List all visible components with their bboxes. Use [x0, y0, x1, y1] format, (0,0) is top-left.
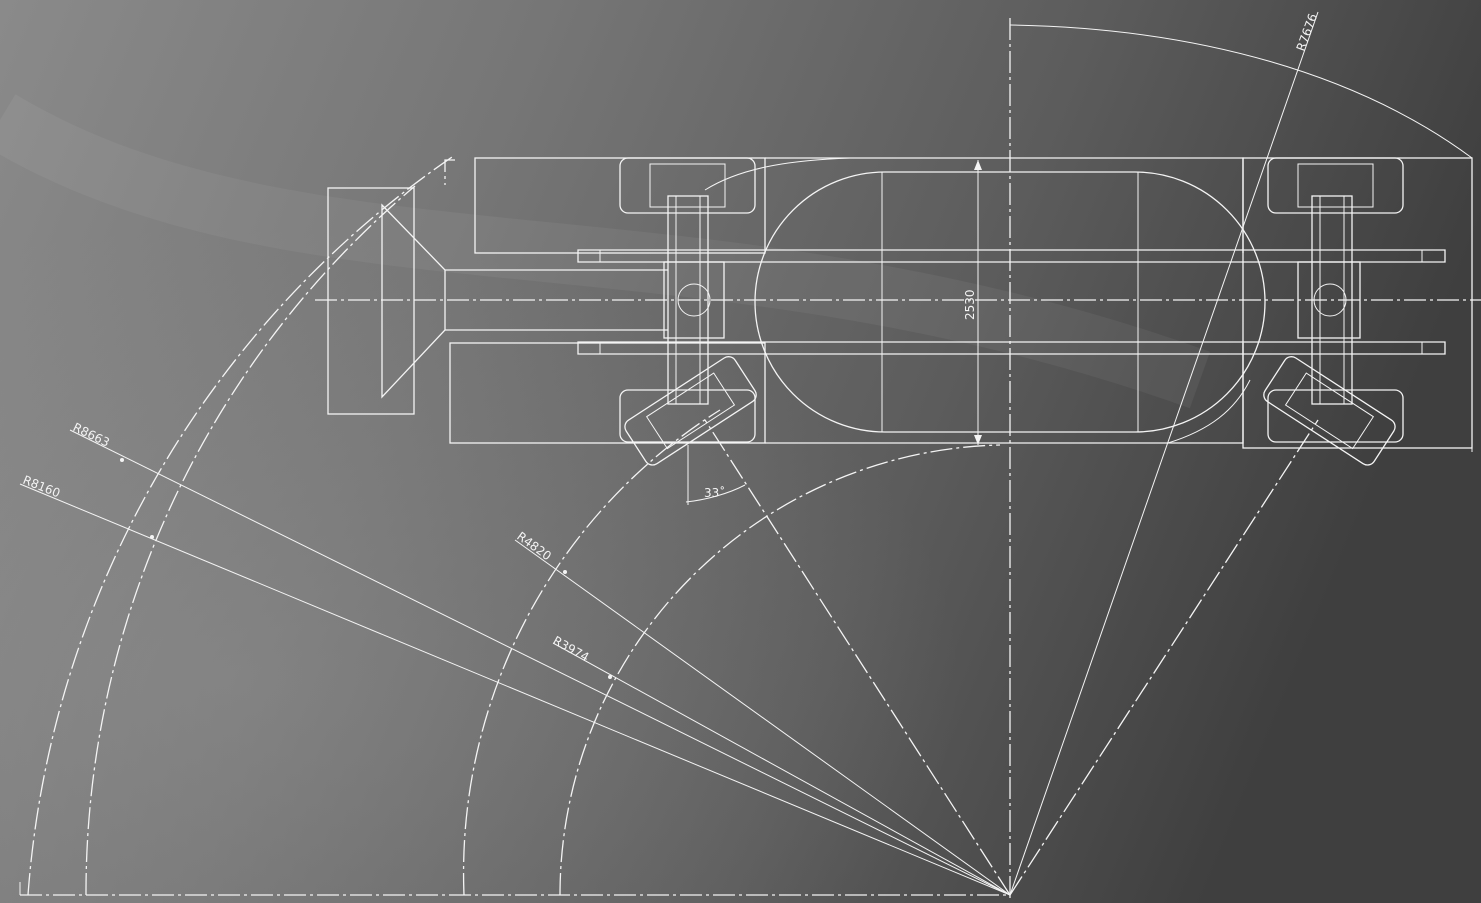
- label-width: 2530: [963, 289, 977, 320]
- tick-r8663: [120, 458, 124, 462]
- leader-r8160: [19, 483, 1011, 896]
- label-steering-angle: 33˚: [704, 485, 725, 500]
- tank-outline: [754, 171, 1266, 433]
- drawbar: [445, 269, 668, 331]
- rail-lower: [577, 341, 1446, 355]
- wheel-ray-front: [704, 419, 1011, 896]
- front-axle-inner: [675, 195, 701, 405]
- rear-axle: [1263, 157, 1404, 466]
- front-wheel-top-hub: [649, 163, 726, 208]
- rear-wheel-top: [1267, 157, 1404, 214]
- angle-arc: [685, 484, 746, 503]
- center-lines: [19, 18, 1481, 898]
- tank-fairing-left: [704, 157, 851, 191]
- tank-fairing-right: [1167, 379, 1251, 444]
- rear-axle-inner: [1319, 195, 1345, 405]
- arc-r8160: [85, 185, 416, 896]
- rear-wheel-bottom: [1267, 389, 1404, 443]
- frame-upper-left: [474, 157, 766, 254]
- rear-diff-housing: [1297, 261, 1361, 339]
- arc-r8663: [27, 154, 456, 896]
- tick-r3974: [608, 675, 612, 679]
- rear-plate: [327, 187, 415, 415]
- leader-r8663: [69, 429, 1011, 896]
- rail-upper: [577, 249, 1446, 263]
- tick-r4820: [563, 570, 567, 574]
- radius-leaders: [19, 11, 1319, 896]
- vehicle: [327, 157, 1473, 449]
- rear-wheel-top-hub: [1297, 163, 1374, 208]
- rear-corner-mark: [444, 159, 455, 185]
- frame-lower-left: [449, 342, 766, 444]
- front-axle: [619, 157, 757, 505]
- front-diff-housing: [663, 261, 725, 339]
- leader-r3974: [552, 642, 1011, 896]
- arc-r7676: [1009, 24, 1473, 159]
- arc-r3974: [559, 444, 1001, 896]
- front-diff: [677, 283, 711, 317]
- arc-r4820: [462, 409, 721, 896]
- wheel-ray-rear: [1009, 419, 1319, 896]
- background-sheen: [0, 94, 1211, 409]
- tick-r8160: [150, 535, 154, 539]
- rear-diff: [1313, 283, 1347, 317]
- front-wheel-top: [619, 157, 756, 214]
- leader-r4820: [514, 539, 1011, 896]
- leader-r7676: [1009, 11, 1319, 896]
